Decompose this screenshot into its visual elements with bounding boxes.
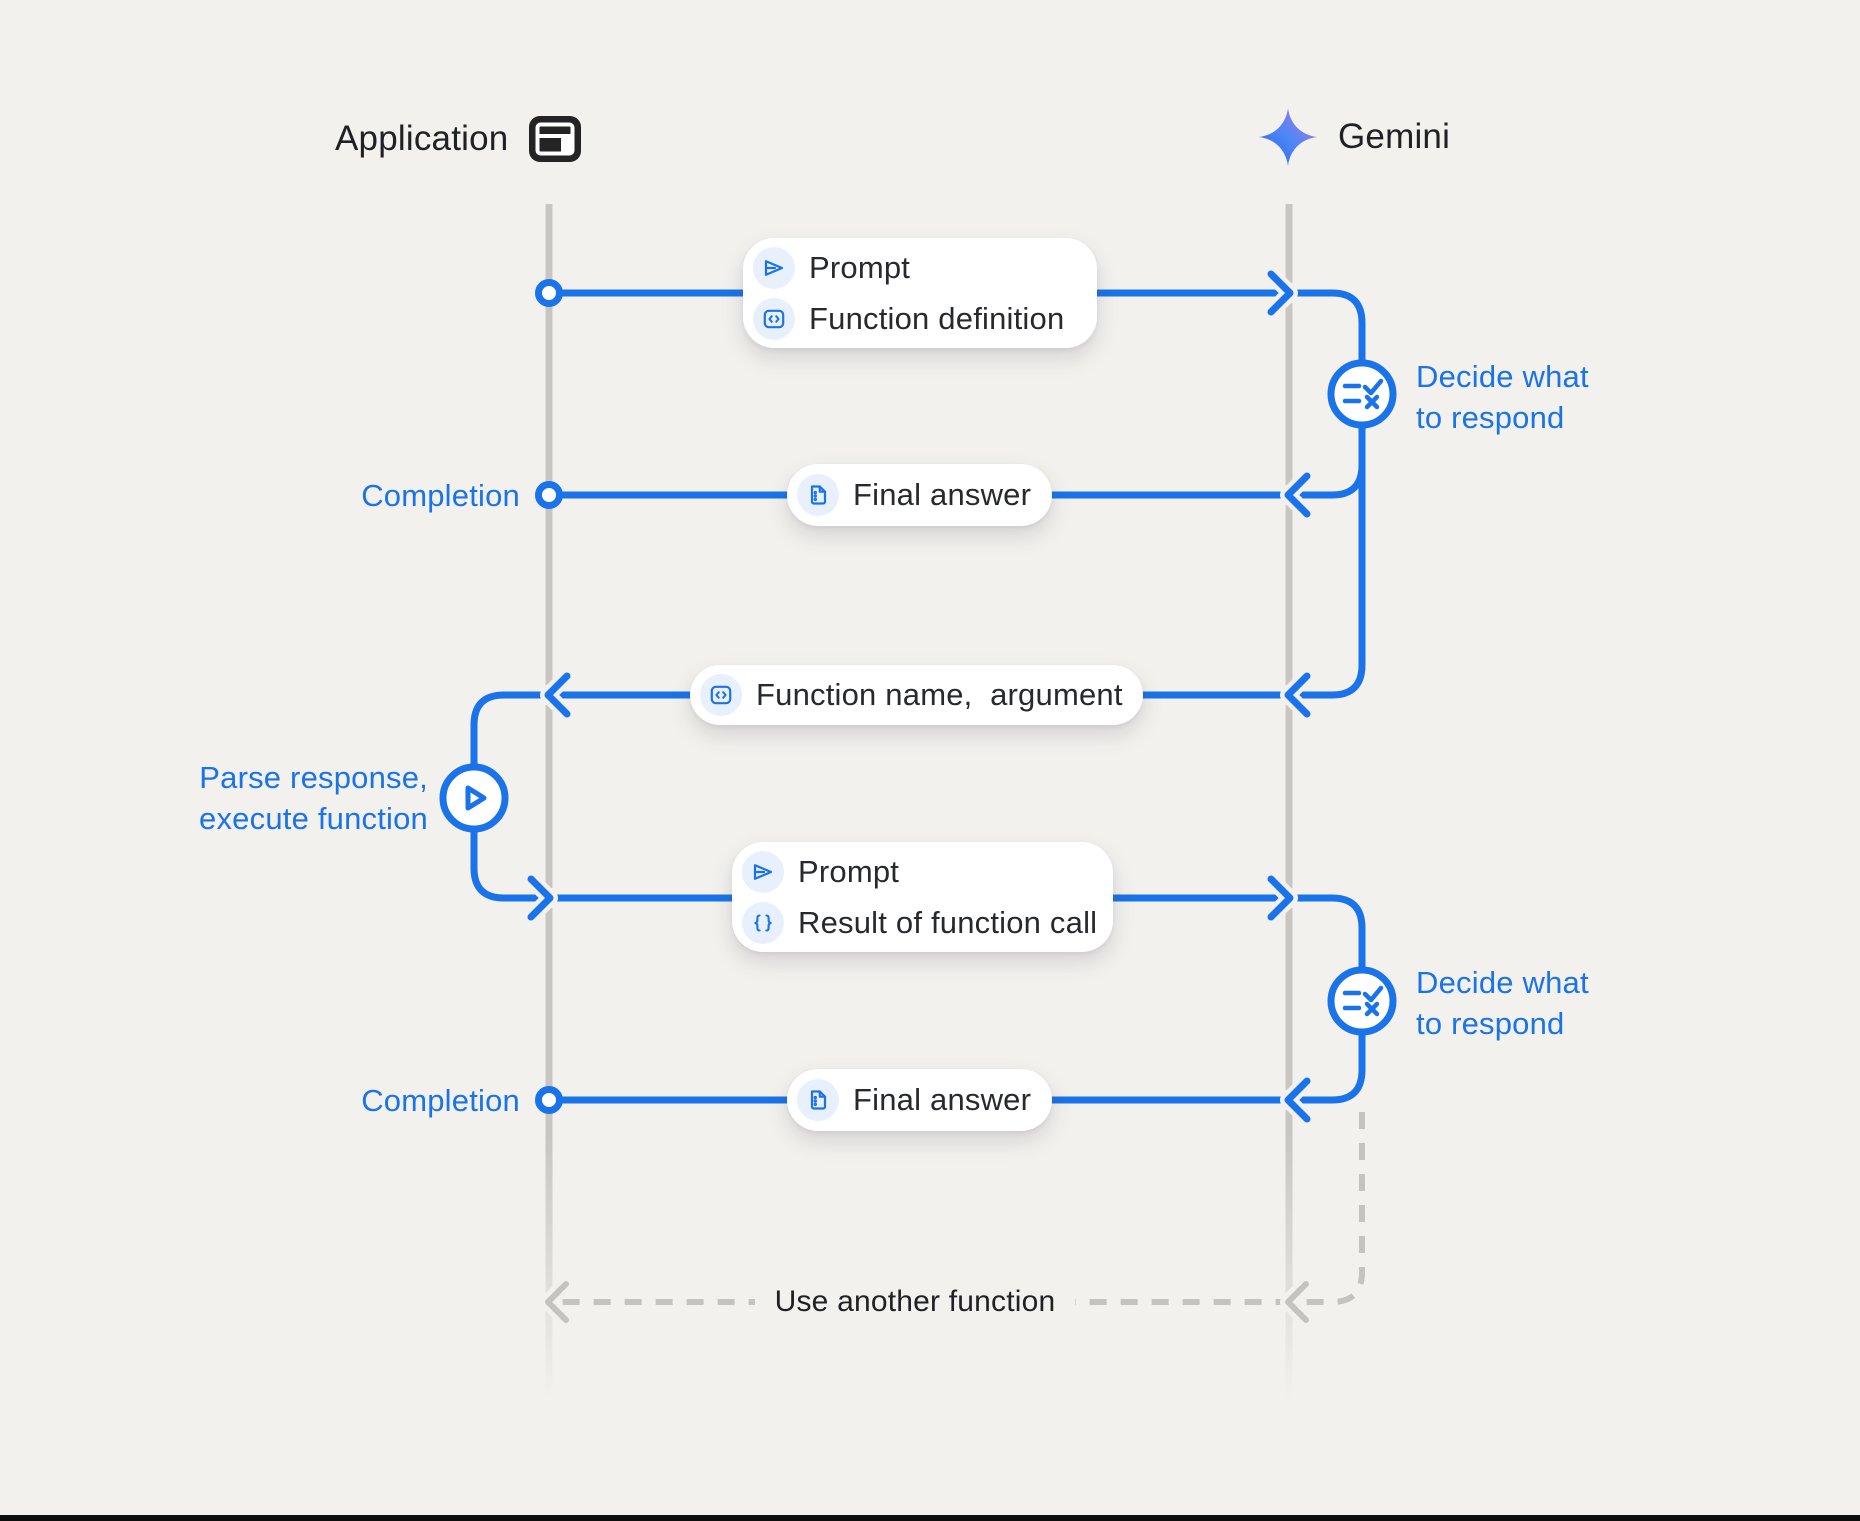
- message-label: Function definition: [809, 300, 1065, 336]
- parse-label-line2: execute function: [199, 801, 428, 836]
- message-row: Final answer: [797, 1079, 1034, 1121]
- use-another-function-path: [540, 1112, 1371, 1328]
- arrowhead-left-application-funcname: [540, 668, 575, 722]
- message-box-final-answer-1: Final answer: [787, 464, 1052, 526]
- decide-label-line1: Decide what: [1416, 965, 1589, 1000]
- gemini-label: Gemini: [1338, 117, 1451, 156]
- dashed-arrowhead-left-gemini: [1280, 1276, 1314, 1328]
- execute-node: [439, 763, 509, 833]
- message-box-function-name: Function name, argument: [690, 665, 1143, 725]
- decide-node-1: [1327, 359, 1397, 429]
- dashed-arrowhead-left-application: [540, 1276, 574, 1328]
- message-box-final-answer-2: Final answer: [787, 1069, 1052, 1131]
- start-circle-prompt1: [535, 279, 563, 307]
- actor-gemini: Gemini: [1258, 107, 1451, 167]
- arrowhead-right-gemini-prompt1: [1263, 266, 1298, 320]
- document-icon: [797, 474, 839, 516]
- message-row: Prompt: [742, 850, 1095, 893]
- arrowhead-right-gemini-prompt2: [1263, 871, 1298, 925]
- decide-label-line2: to respond: [1416, 1006, 1565, 1041]
- arrowhead-left-gemini-funcname: [1280, 668, 1315, 722]
- message-label: Prompt: [798, 853, 900, 889]
- use-another-function-label: Use another function: [754, 1283, 1076, 1321]
- message-label: Prompt: [809, 249, 911, 285]
- send-icon: [753, 246, 795, 289]
- message-row: Function name, argument: [700, 674, 1125, 716]
- parse-label-line1: Parse response,: [199, 760, 428, 795]
- decide-icon: [1342, 378, 1384, 410]
- message-row: Prompt: [753, 246, 1079, 289]
- message-label: Final answer: [853, 477, 1032, 512]
- application-label: Application: [335, 119, 509, 158]
- code-icon: [700, 674, 742, 716]
- completion-label-1: Completion: [361, 478, 520, 513]
- end-circle-completion2: [535, 1086, 563, 1114]
- message-row: Result of function call: [742, 901, 1098, 944]
- message-label: Final answer: [853, 1082, 1032, 1117]
- gemini-sparkle-icon: [1258, 107, 1318, 167]
- send-icon: [742, 850, 784, 893]
- arrowhead-left-gemini-final2: [1280, 1073, 1315, 1127]
- actor-application: Application: [335, 111, 582, 167]
- braces-icon: [742, 901, 784, 944]
- end-circle-completion1: [535, 481, 563, 509]
- parse-execute-label: Parse response, execute function: [128, 757, 428, 839]
- message-label: Function name, argument: [756, 677, 1123, 712]
- completion-label-2: Completion: [361, 1083, 520, 1118]
- message-row: Function definition: [753, 297, 1079, 340]
- app-window-icon: [528, 115, 582, 163]
- play-icon: [465, 785, 487, 811]
- decide-icon: [1342, 985, 1384, 1017]
- message-row: Final answer: [797, 474, 1034, 516]
- decide-label-line2: to respond: [1416, 400, 1565, 435]
- message-box-prompt-result: Prompt Result of function call: [732, 842, 1113, 952]
- decide-label-2: Decide what to respond: [1416, 962, 1589, 1044]
- final-answer-branch-path: [545, 461, 1366, 499]
- arrowhead-right-application-prompt2: [523, 871, 558, 925]
- bottom-edge-bar: [0, 1515, 1860, 1521]
- decide-node-2: [1327, 966, 1397, 1036]
- decide-label-1: Decide what to respond: [1416, 356, 1589, 438]
- decide-label-line1: Decide what: [1416, 359, 1589, 394]
- document-icon: [797, 1079, 839, 1121]
- arrowhead-left-gemini-final1: [1280, 468, 1315, 522]
- message-label: Result of function call: [798, 904, 1098, 940]
- message-box-prompt-definition: Prompt Function definition: [743, 238, 1097, 348]
- code-icon: [753, 297, 795, 340]
- use-another-function-wrap: Use another function: [700, 1280, 1130, 1324]
